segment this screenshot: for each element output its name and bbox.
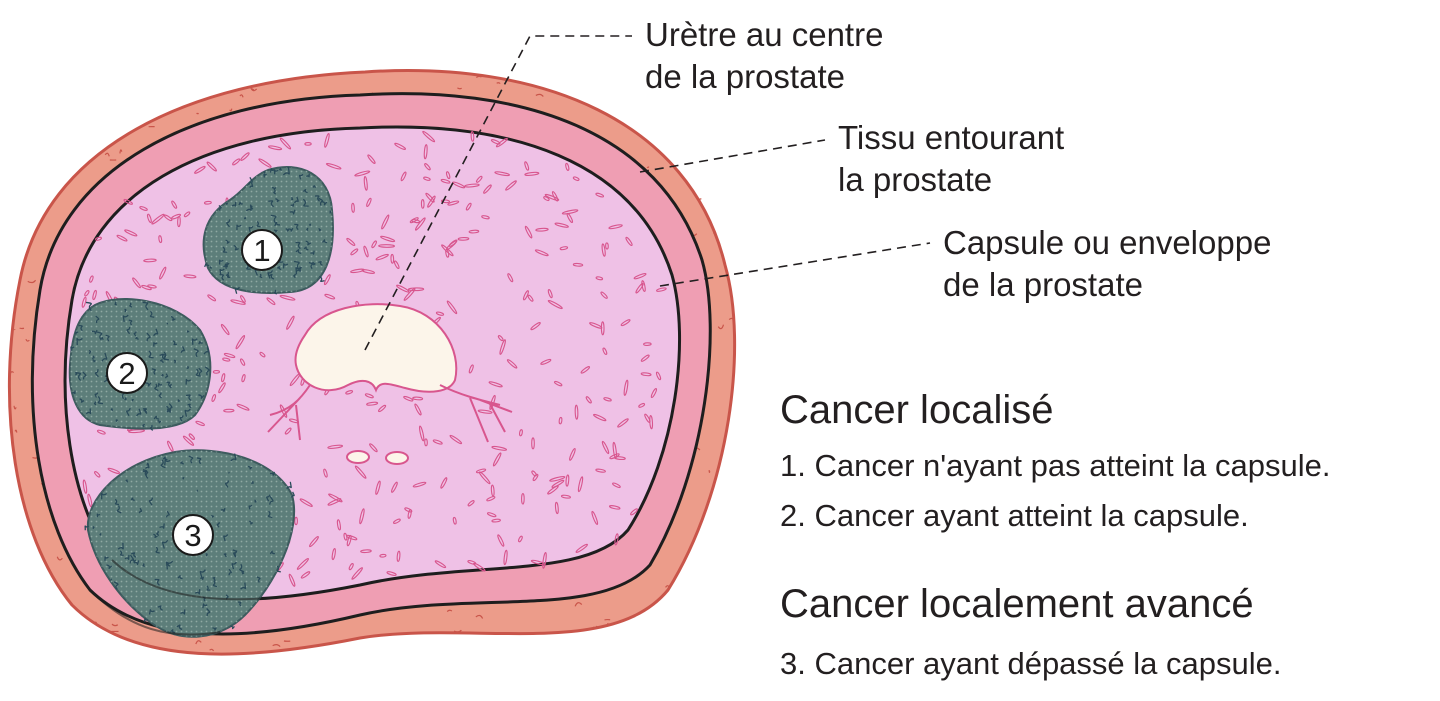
urethra xyxy=(294,303,458,393)
label-capsule-line-2: de la prostate xyxy=(943,266,1143,303)
label-tissue-line-1: Tissu entourant xyxy=(838,119,1065,156)
label-surrounding-tissue: Tissu entourant la prostate xyxy=(838,117,1064,201)
small-duct xyxy=(385,451,409,465)
heading-cancer-localise: Cancer localisé xyxy=(780,388,1054,432)
label-urethra-line-1: Urètre au centre xyxy=(645,16,884,53)
label-capsule-line-1: Capsule ou enveloppe xyxy=(943,224,1272,261)
tumor-3-marker xyxy=(172,514,214,556)
leader-line-capsule xyxy=(659,242,931,287)
label-urethra-line-2: de la prostate xyxy=(645,58,845,95)
heading-cancer-avance: Cancer localement avancé xyxy=(780,582,1254,626)
label-capsule: Capsule ou enveloppe de la prostate xyxy=(943,222,1271,306)
tumor-1-marker xyxy=(241,229,283,271)
label-urethra: Urètre au centre de la prostate xyxy=(645,14,883,98)
label-tissue-line-2: la prostate xyxy=(838,161,993,198)
tumor-2-number: 2 xyxy=(118,356,135,391)
leader-line-urethra xyxy=(364,35,632,351)
tumor-1-number: 1 xyxy=(253,233,270,268)
urethra-branches xyxy=(267,384,513,443)
small-duct xyxy=(346,450,370,464)
tumor-2-marker xyxy=(106,352,148,394)
legend-item-2: 2. Cancer ayant atteint la capsule. xyxy=(780,498,1249,533)
legend-item-3: 3. Cancer ayant dépassé la capsule. xyxy=(780,646,1282,681)
legend-item-1: 1. Cancer n'ayant pas atteint la capsule… xyxy=(780,448,1331,483)
leader-line-tissue xyxy=(639,139,826,173)
tumor-3-number: 3 xyxy=(184,518,201,553)
